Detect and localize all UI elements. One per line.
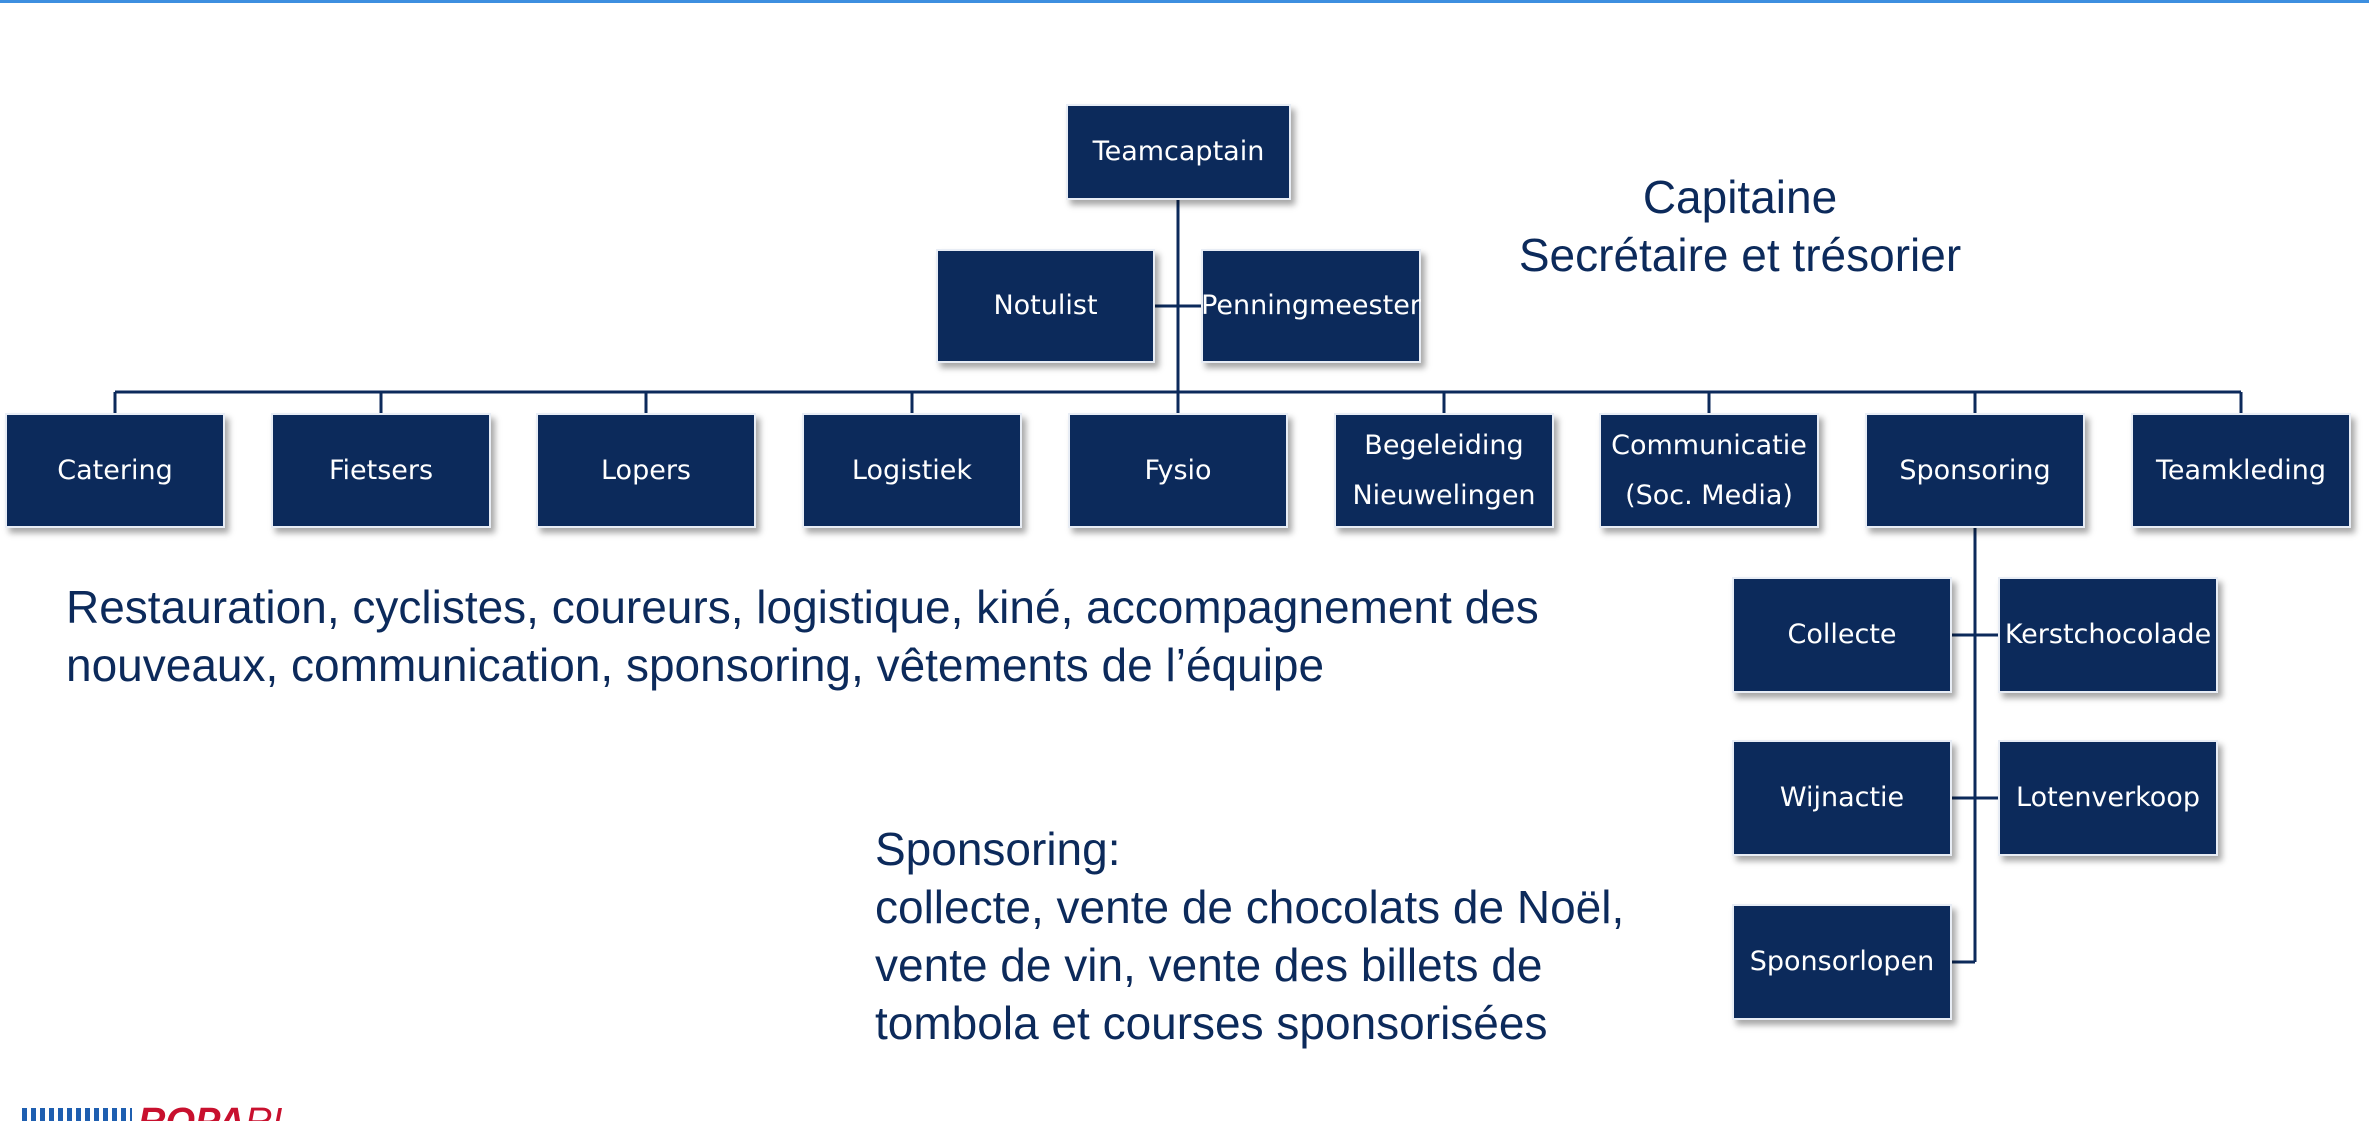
node-label: Catering (57, 454, 173, 486)
node-teamcaptain: Teamcaptain (1066, 104, 1291, 200)
sponsoring-caption-body: collecte, vente de chocolats de Noël, ve… (875, 881, 1625, 1049)
roparun-logo: ROPARUN (22, 1100, 292, 1121)
leadership-caption-line1: Capitaine (1642, 171, 1838, 223)
logo-text: ROPARUN (138, 1100, 292, 1121)
node-label: Kerstchocolade (2004, 619, 2212, 650)
node-label: Penningmeester (1201, 290, 1421, 321)
node-sponsorlopen: Sponsorlopen (1732, 904, 1952, 1020)
sponsoring-caption: Sponsoring: collecte, vente de chocolats… (875, 820, 1695, 1052)
leadership-caption: Capitaine Secrétaire et trésorier (1480, 168, 2000, 284)
node-notulist: Notulist (936, 249, 1155, 363)
node-kerstchocolade: Kerstchocolade (1998, 577, 2218, 693)
node-label: Fysio (1144, 454, 1212, 486)
node-label: Lotenverkoop (2016, 782, 2200, 813)
node-lotenverkoop: Lotenverkoop (1998, 740, 2218, 856)
top-accent-line (0, 0, 2369, 3)
node-teamkleding: Teamkleding (2131, 413, 2351, 528)
node-label: Notulist (993, 290, 1098, 321)
logo-stripes (22, 1108, 132, 1121)
node-label: Lopers (600, 454, 691, 486)
node-fysio: Fysio (1068, 413, 1288, 528)
node-penningmeester: Penningmeester (1201, 249, 1421, 363)
node-label-line1: Communicatie (1611, 429, 1807, 461)
node-label: Teamkleding (2155, 454, 2326, 486)
sponsoring-caption-heading: Sponsoring: (875, 823, 1121, 875)
logo-text-part1: ROPA (138, 1101, 245, 1121)
node-logistiek: Logistiek (802, 413, 1022, 528)
node-label-line2: (Soc. Media) (1625, 479, 1793, 511)
leadership-caption-line2: Secrétaire et trésorier (1518, 229, 1962, 281)
node-label: Sponsoring (1899, 454, 2051, 486)
node-sponsoring: Sponsoring (1865, 413, 2085, 528)
logo-text-part2: RUN (245, 1101, 292, 1121)
node-label: Logistiek (851, 454, 973, 486)
node-fietsers: Fietsers (271, 413, 491, 528)
node-label: Fietsers (328, 454, 434, 486)
node-begeleiding-nieuwelingen: Begeleiding Nieuwelingen (1334, 413, 1554, 528)
node-lopers: Lopers (536, 413, 756, 528)
node-collecte: Collecte (1732, 577, 1952, 693)
node-catering: Catering (5, 413, 225, 528)
node-communicatie: Communicatie (Soc. Media) (1599, 413, 1819, 528)
node-label-line2: Nieuwelingen (1352, 479, 1536, 511)
node-label: Teamcaptain (1092, 136, 1265, 167)
node-wijnactie: Wijnactie (1732, 740, 1952, 856)
node-label: Wijnactie (1779, 782, 1905, 813)
node-label-line1: Begeleiding (1364, 429, 1524, 461)
departments-caption: Restauration, cyclistes, coureurs, logis… (66, 581, 1539, 691)
node-label: Collecte (1787, 619, 1897, 650)
node-label: Sponsorlopen (1749, 946, 1935, 977)
